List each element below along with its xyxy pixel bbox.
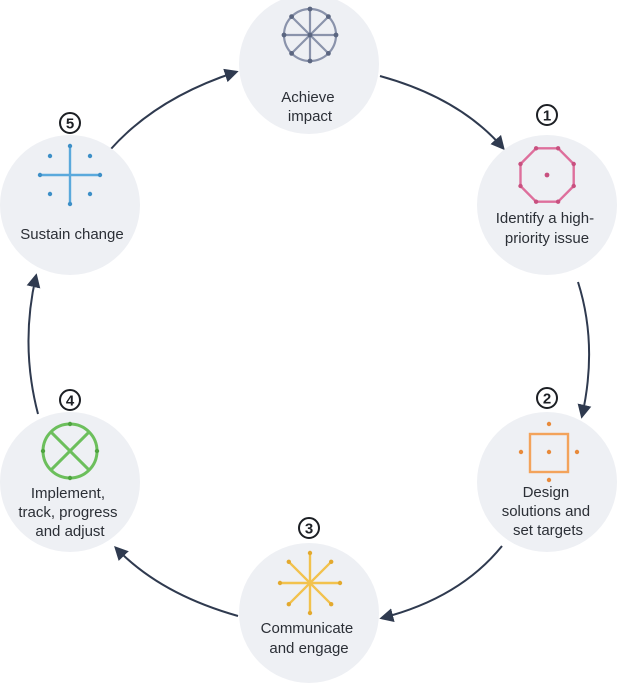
arrow-sustain-to-achieve: [109, 68, 239, 151]
node-achieve-impact: Achieve impact: [239, 0, 379, 134]
node-label-line: Identify a high-: [496, 210, 594, 227]
node-label-line: Sustain change: [20, 226, 123, 243]
square-icon: [518, 421, 580, 483]
arrow-identify-to-design: [577, 281, 592, 419]
node-label-line: Communicate: [261, 620, 354, 637]
badge-number: 1: [543, 108, 551, 125]
badge: 1: [536, 104, 558, 126]
arrow-communicate-to-implement: [114, 545, 239, 617]
node-label: Identify a high- priority issue: [496, 210, 599, 247]
node-label-line: track, progress: [18, 504, 117, 521]
badge: 3: [298, 517, 320, 539]
node-label-line: and adjust: [35, 523, 105, 540]
badge-number: 3: [305, 521, 313, 538]
node-label: Achieve impact: [281, 89, 339, 125]
node-label-line: solutions and: [502, 503, 590, 520]
node-label-line: and engage: [269, 640, 348, 657]
octagon-icon: [518, 146, 576, 204]
node-identify-issue: 1 Identify a high- priority issue: [477, 104, 617, 275]
arrow-achieve-to-identify: [379, 75, 505, 151]
node-label: Design solutions and set targets: [502, 484, 595, 539]
node-label: Sustain change: [20, 226, 123, 243]
cycle-arrows: [26, 68, 592, 622]
node-label: Communicate and engage: [261, 620, 358, 657]
node-label-line: Implement,: [31, 485, 105, 502]
node-label-line: impact: [288, 108, 333, 125]
node-label-line: Achieve: [281, 89, 334, 106]
starburst-icon: [280, 553, 340, 613]
node-label-line: priority issue: [505, 230, 589, 247]
node-sustain-change: 5 Sustain change: [0, 112, 140, 275]
badge-number: 5: [66, 116, 74, 133]
node-communicate-engage: 3 Communicate and engage: [239, 517, 379, 683]
badge-number: 2: [543, 391, 551, 408]
node-background: [239, 0, 379, 134]
node-label: Implement, track, progress and adjust: [18, 485, 121, 540]
node-background: [0, 412, 140, 552]
badge: 5: [59, 112, 81, 134]
node-background: [477, 135, 617, 275]
badge: 4: [59, 389, 81, 411]
node-background: [477, 412, 617, 552]
arrow-implement-to-sustain: [26, 273, 41, 415]
node-label-line: Design: [523, 484, 570, 501]
arrow-design-to-communicate: [379, 545, 503, 622]
node-design-solutions: 2 Design solutions and set targets: [477, 387, 617, 552]
node-label-line: set targets: [513, 522, 583, 539]
badge: 2: [536, 387, 558, 409]
badge-number: 4: [66, 393, 75, 410]
node-implement-track: 4 Implement, track, progress and adjust: [0, 389, 140, 552]
cross-icon: [40, 146, 100, 204]
